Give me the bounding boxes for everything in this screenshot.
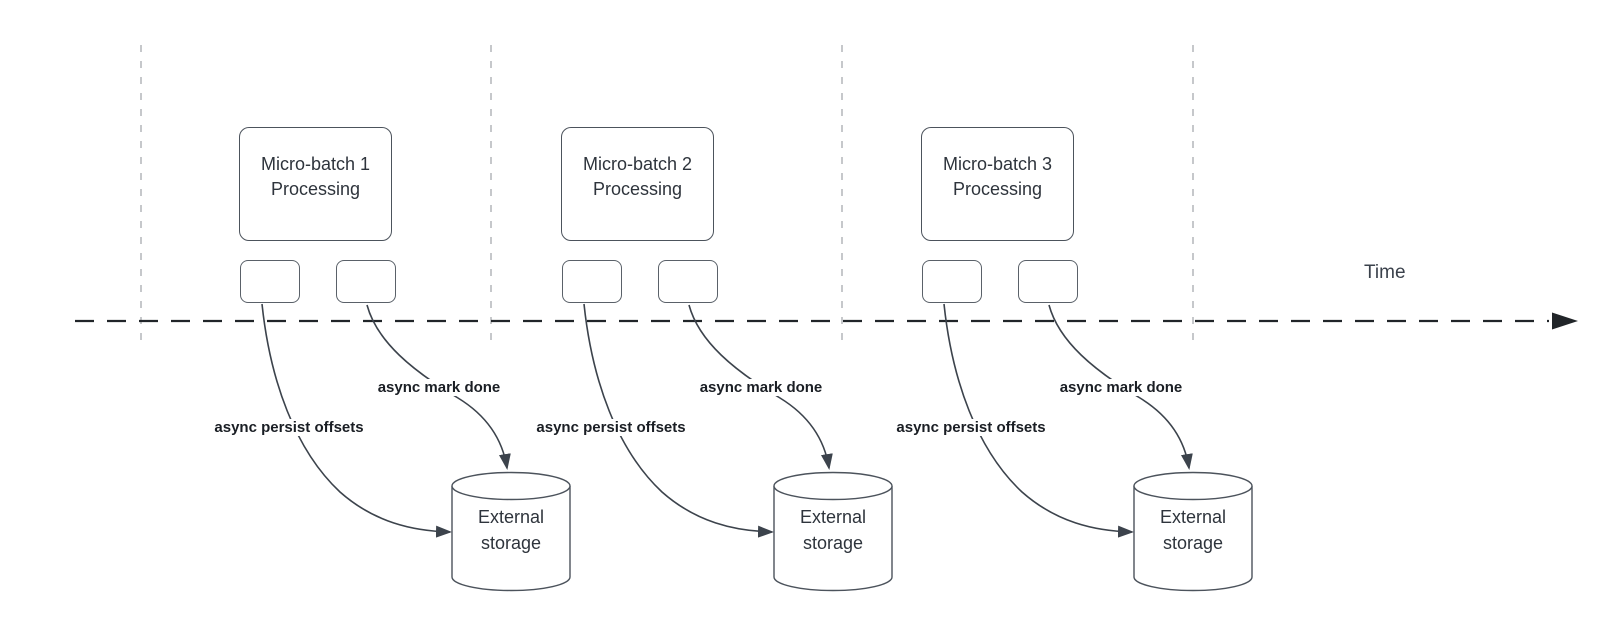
micro-batch-1-box-label: Micro-batch 1 Processing	[260, 154, 371, 199]
mark-done-arrow	[1048, 304, 1193, 470]
persist-offsets-arrow	[261, 303, 452, 538]
offset-commit-box	[240, 260, 300, 303]
external-storage-cylinder	[773, 486, 893, 592]
mark-done-box	[336, 260, 396, 303]
micro-batch-3-box-label: Micro-batch 3 Processing	[942, 154, 1053, 199]
external-storage-cylinder-top	[451, 471, 571, 501]
external-storage-label: External storage	[1159, 507, 1227, 553]
external-storage-cylinder-top	[1133, 471, 1253, 501]
external-storage-cylinder-top	[773, 471, 893, 501]
micro-batch-3-box: Micro-batch 3 Processing	[921, 127, 1074, 241]
external-storage-label: External storage	[477, 507, 545, 553]
persist-offsets-label: async persist offsets	[533, 419, 689, 436]
external-storage-cylinder	[1133, 486, 1253, 592]
mark-done-arrow	[688, 304, 833, 470]
micro-batch-2-box: Micro-batch 2 Processing	[561, 127, 714, 241]
mark-done-label: async mark done	[696, 379, 826, 396]
external-storage-label: External storage	[799, 507, 867, 553]
external-storage-cylinder	[451, 486, 571, 592]
timeline-arrowhead-icon	[1552, 312, 1578, 330]
mark-done-label: async mark done	[374, 379, 504, 396]
offset-commit-box	[562, 260, 622, 303]
persist-offsets-label: async persist offsets	[211, 419, 367, 436]
mark-done-arrow	[366, 304, 511, 470]
micro-batch-2-box-label: Micro-batch 2 Processing	[582, 154, 693, 199]
mark-done-box	[658, 260, 718, 303]
mark-done-label: async mark done	[1056, 379, 1186, 396]
persist-offsets-label: async persist offsets	[893, 419, 1049, 436]
micro-batch-1-box: Micro-batch 1 Processing	[239, 127, 392, 241]
mark-done-box	[1018, 260, 1078, 303]
persist-offsets-arrow	[943, 303, 1134, 538]
time-label: Time	[1364, 262, 1406, 283]
offset-commit-box	[922, 260, 982, 303]
persist-offsets-arrow	[583, 303, 774, 538]
